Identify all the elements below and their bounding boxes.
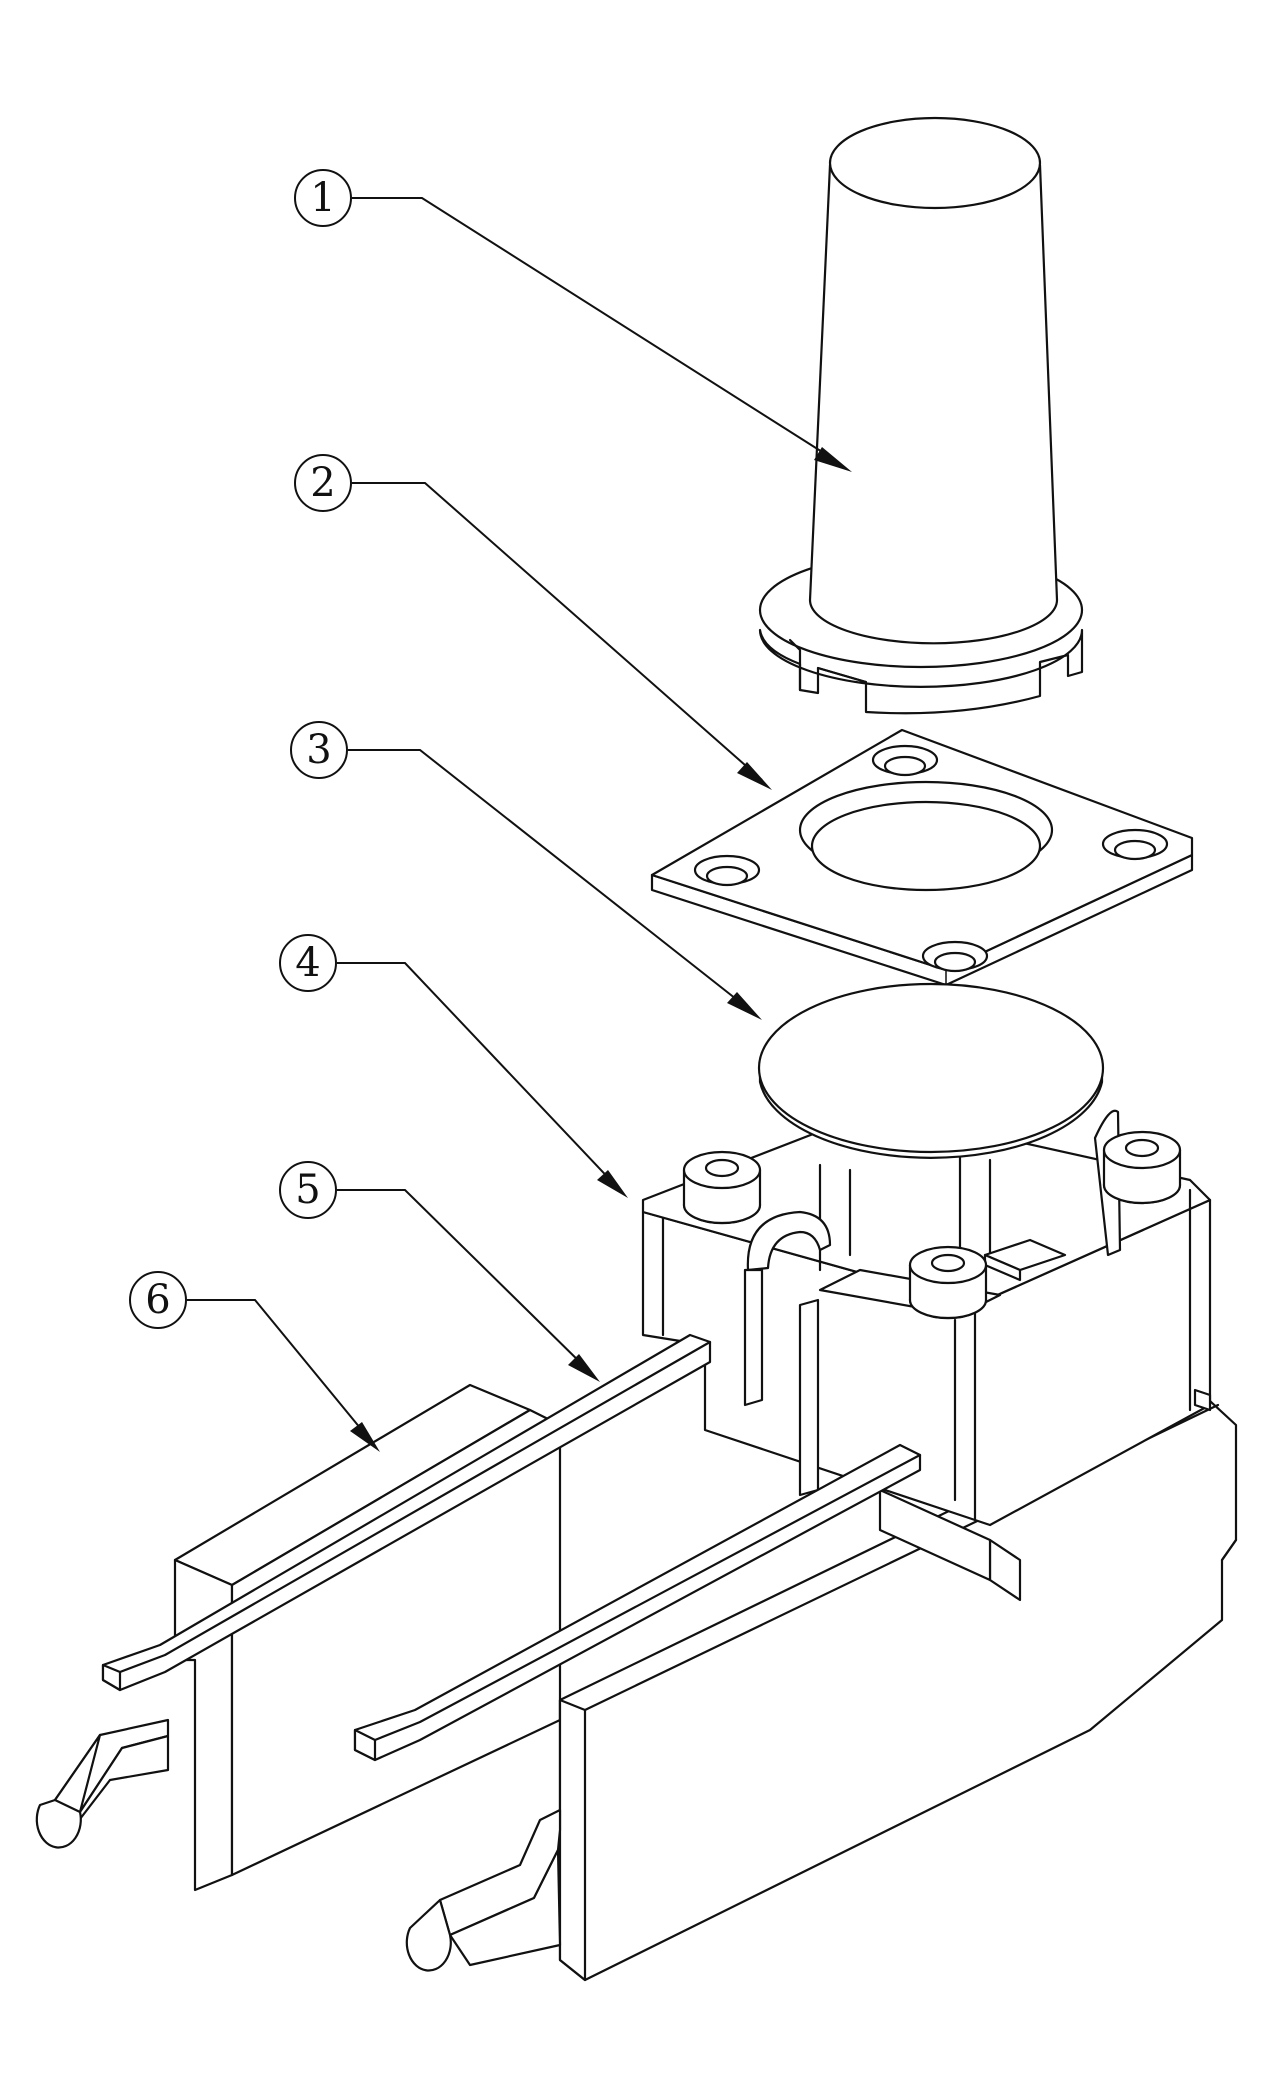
- dome-disc: [759, 984, 1103, 1158]
- callout-label-6: 6: [145, 1277, 170, 1323]
- callout-label-4: 4: [295, 940, 320, 986]
- callout-5: 5: [280, 1162, 600, 1382]
- callout-4: 4: [280, 935, 628, 1198]
- switch-body: [643, 1110, 1210, 1525]
- callout-2: 2: [295, 455, 772, 790]
- rivet-left: [684, 1152, 760, 1223]
- actuator-cap: [760, 118, 1082, 713]
- rivet-front: [910, 1247, 986, 1318]
- rivet-right: [1104, 1132, 1180, 1203]
- callout-label-2: 2: [310, 460, 335, 506]
- callout-label-3: 3: [306, 727, 331, 773]
- callout-label-5: 5: [295, 1167, 320, 1213]
- callout-3: 3: [291, 722, 762, 1020]
- callout-label-1: 1: [310, 175, 335, 221]
- callout-1: 1: [295, 170, 852, 472]
- terminal-leads: [103, 1335, 920, 1760]
- callout-6: 6: [130, 1272, 380, 1452]
- gasket-plate: [652, 730, 1192, 985]
- base-housing: [37, 1385, 1236, 1980]
